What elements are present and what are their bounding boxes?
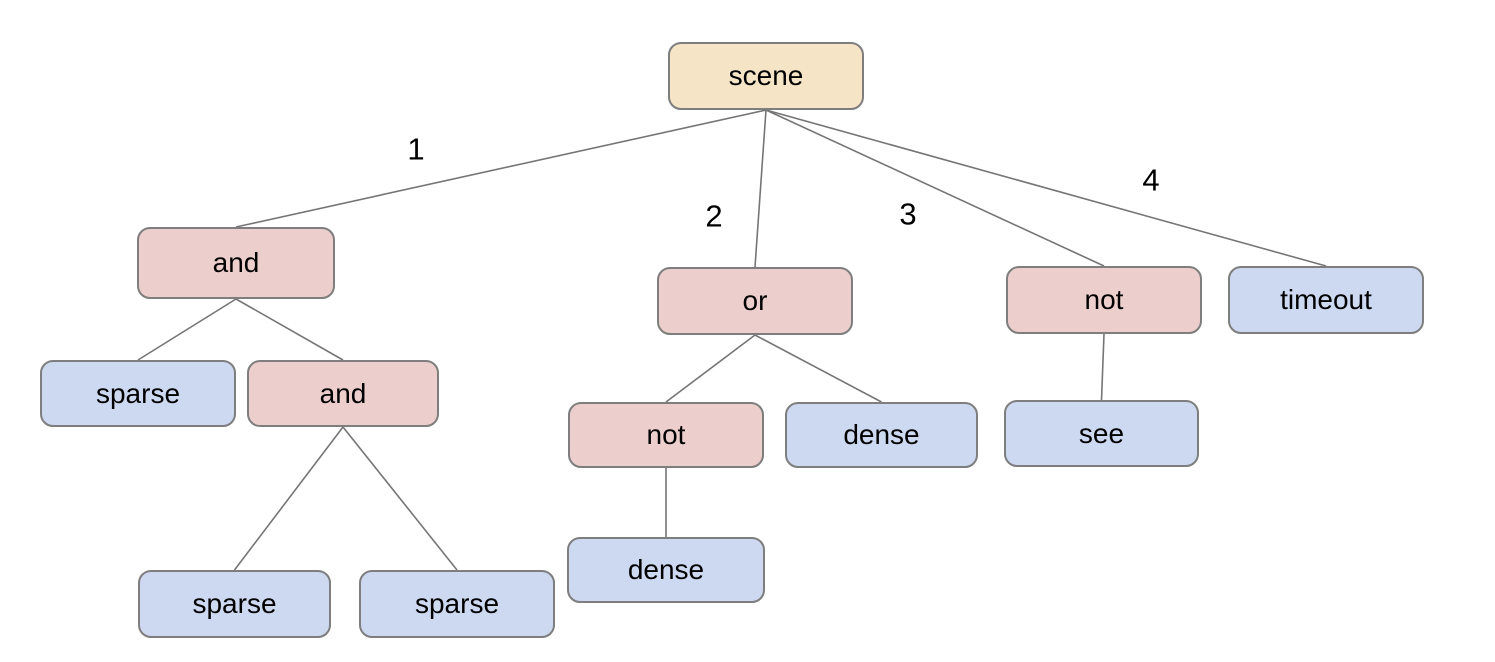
edge-not-1-see — [1100, 333, 1105, 401]
edge-and-1-sparse-1 — [137, 298, 237, 361]
node-label: dense — [627, 554, 705, 585]
edge-or-1-dense-1 — [754, 334, 882, 403]
edge-scene-and-1 — [235, 109, 767, 228]
node-label: sparse — [95, 377, 181, 409]
node-sparse-2: sparse — [138, 570, 331, 638]
node-label: dense — [843, 419, 920, 450]
node-sparse-1: sparse — [40, 360, 236, 427]
node-scene: scene — [668, 42, 864, 110]
node-timeout: timeout — [1228, 266, 1424, 334]
edge-and-2-sparse-3 — [342, 426, 458, 571]
node-sparse-3: sparse — [359, 570, 555, 638]
node-and-2: and — [247, 360, 439, 427]
edge-scene-not-1 — [765, 109, 1105, 267]
node-label: or — [742, 285, 768, 316]
edge-label-4: 4 — [1142, 163, 1159, 198]
node-not-2: not — [568, 402, 764, 468]
node-label: and — [212, 247, 260, 278]
node-see: see — [1004, 400, 1199, 467]
node-label: see — [1078, 417, 1125, 449]
node-dense-2: dense — [567, 537, 765, 603]
node-label: scene — [728, 60, 804, 91]
edge-label-1: 1 — [407, 132, 424, 167]
node-and-1: and — [137, 227, 335, 299]
edge-scene-or-1 — [754, 109, 767, 268]
edge-scene-timeout — [765, 109, 1327, 267]
node-label: not — [1084, 284, 1124, 315]
node-not-1: not — [1006, 266, 1202, 334]
node-or-1: or — [657, 267, 853, 335]
edge-label-3: 3 — [899, 197, 916, 232]
edge-or-1-not-2 — [665, 334, 756, 403]
node-label: timeout — [1280, 284, 1372, 315]
node-label: and — [319, 377, 367, 409]
edge-and-1-and-2 — [235, 298, 344, 361]
node-dense-1: dense — [785, 402, 978, 468]
node-label: not — [646, 419, 686, 450]
edge-and-2-sparse-2 — [233, 426, 344, 571]
node-label: sparse — [414, 588, 500, 619]
edge-label-2: 2 — [705, 199, 722, 234]
node-label: sparse — [192, 588, 277, 619]
